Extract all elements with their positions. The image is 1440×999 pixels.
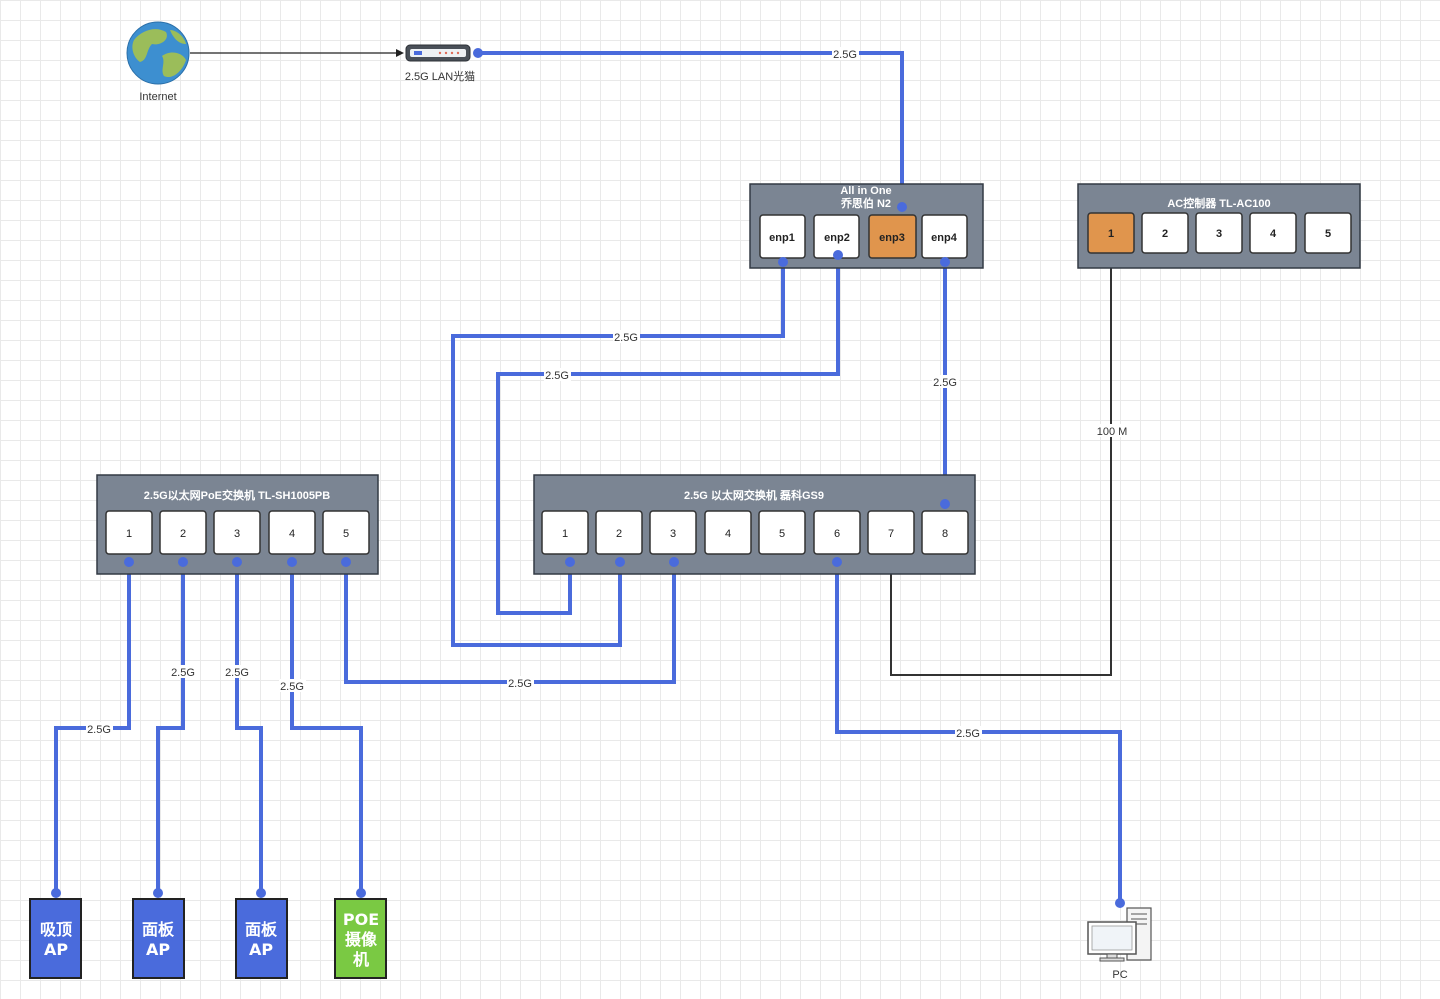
link-enp2-gs9-1 [496, 255, 840, 615]
modem-label: 2.5G LAN光猫 [405, 69, 475, 83]
gs9-port-4-label: 4 [725, 528, 731, 540]
link-label-modem-aio: 2.5G [833, 49, 857, 61]
poe-port-5[interactable] [322, 510, 370, 555]
ac-port-3-label: 3 [1216, 228, 1222, 240]
link-label-enp1: 2.5G [614, 332, 638, 344]
link-enp1-gs9-2 [451, 262, 785, 647]
ac-port-5[interactable] [1304, 212, 1352, 254]
link-label-poe2: 2.5G [171, 667, 195, 679]
link-label-poe3: 2.5G [225, 667, 249, 679]
globe-icon [126, 21, 190, 85]
gs9-port-2[interactable] [595, 510, 643, 555]
panel-ap-1-line2: AP [146, 940, 170, 959]
link-label-ac: 100 M [1097, 426, 1128, 438]
aio-title-line2: 乔思伯 N2 [840, 196, 891, 210]
pc-label: PC [1112, 969, 1127, 981]
panel-ap-1-line1: 面板 [142, 920, 175, 939]
gs9-port-6-label: 6 [834, 528, 840, 540]
internet-node[interactable]: Internet [126, 21, 190, 103]
internet-label: Internet [139, 91, 176, 103]
poe-port-3[interactable] [213, 510, 261, 555]
endpoint-poe-camera[interactable]: POE 摄像 机 [334, 898, 387, 979]
device-aio: All in One 乔思伯 N2 enp1 enp2 enp3 enp4 [749, 183, 984, 269]
gs9-port-1[interactable] [541, 510, 589, 555]
gs9-port-5-label: 5 [779, 528, 785, 540]
link-label-poe1: 2.5G [87, 724, 111, 736]
modem-node[interactable]: 2.5G LAN光猫 [405, 44, 475, 83]
panel-ap-2-line1: 面板 [245, 920, 278, 939]
ac-port-1[interactable] [1087, 212, 1135, 254]
poe-port-4-label: 4 [289, 528, 295, 540]
gs9-title: 2.5G 以太网交换机 磊科GS9 [684, 488, 824, 502]
panel-ap-2-line2: AP [249, 940, 273, 959]
arrow-head-icon [396, 49, 404, 57]
link-ac-gs9-7 [890, 255, 1112, 676]
camera-line2: 摄像 [345, 930, 378, 949]
ceiling-ap-line1: 吸顶 [40, 920, 72, 939]
gs9-port-8-label: 8 [942, 528, 948, 540]
link-labels: 2.5G 2.5G 2.5G 2.5G 100 M 2.5G 2.5G 2.5G… [86, 47, 1130, 740]
gs9-port-8[interactable] [921, 510, 969, 555]
poe-port-3-label: 3 [234, 528, 240, 540]
camera-line1: POE [343, 910, 379, 929]
poe-port-2[interactable] [159, 510, 207, 555]
gs9-port-2-label: 2 [616, 528, 622, 540]
poe-port-2-label: 2 [180, 528, 186, 540]
poe-port-5-label: 5 [343, 528, 349, 540]
gs9-port-6[interactable] [813, 510, 861, 555]
ac-title: AC控制器 TL-AC100 [1167, 196, 1270, 210]
link-poe5-gs9-3 [344, 560, 676, 684]
gs9-port-5[interactable] [758, 510, 806, 555]
aio-title-line1: All in One [840, 185, 891, 197]
gs9-port-1-label: 1 [562, 528, 568, 540]
aio-port-enp3-label: enp3 [879, 232, 905, 244]
ac-port-2-label: 2 [1162, 228, 1168, 240]
link-modem-aio [478, 51, 904, 207]
gs9-port-4[interactable] [704, 510, 752, 555]
aio-port-enp3[interactable] [868, 214, 917, 259]
poe-title: 2.5G以太网PoE交换机 TL-SH1005PB [144, 488, 330, 502]
aio-port-enp4-label: enp4 [931, 232, 958, 244]
endpoint-panel-ap-2[interactable]: 面板 AP [235, 898, 288, 979]
endpoint-ceiling-ap[interactable]: 吸顶 AP [29, 898, 82, 979]
link-poe2-ap [156, 562, 185, 893]
link-label-poe4: 2.5G [280, 681, 304, 693]
gs9-port-7[interactable] [867, 510, 915, 555]
ac-port-2[interactable] [1141, 212, 1189, 254]
ac-port-3[interactable] [1195, 212, 1243, 254]
pc-icon [1087, 907, 1152, 962]
link-label-poe5: 2.5G [508, 678, 532, 690]
link-label-pc: 2.5G [956, 728, 980, 740]
device-ac-controller: AC控制器 TL-AC100 1 2 3 4 5 [1077, 183, 1361, 269]
ac-port-4-label: 4 [1270, 228, 1277, 240]
link-poe4-cam [290, 562, 363, 893]
link-label-enp2: 2.5G [545, 370, 569, 382]
aio-port-enp2-label: enp2 [824, 232, 850, 244]
link-endpoints [51, 48, 1125, 908]
poe-port-1[interactable] [105, 510, 153, 555]
pc-node[interactable]: PC [1087, 907, 1152, 981]
ac-port-4[interactable] [1249, 212, 1297, 254]
gs9-port-7-label: 7 [888, 528, 894, 540]
poe-port-1-label: 1 [126, 528, 132, 540]
link-poe3-ap [235, 562, 263, 893]
link-label-enp4: 2.5G [933, 377, 957, 389]
gs9-port-3[interactable] [649, 510, 697, 555]
endpoint-panel-ap-1[interactable]: 面板 AP [132, 898, 185, 979]
ceiling-ap-line2: AP [44, 940, 68, 959]
modem-icon [405, 44, 471, 62]
gs9-port-3-label: 3 [670, 528, 676, 540]
ac-port-1-label: 1 [1108, 228, 1114, 240]
aio-port-enp1-label: enp1 [769, 232, 795, 244]
poe-port-4[interactable] [268, 510, 316, 555]
ac-port-5-label: 5 [1325, 228, 1331, 240]
camera-line3: 机 [353, 950, 369, 969]
device-gs9-switch: 2.5G 以太网交换机 磊科GS9 1 2 3 4 5 6 7 8 [533, 474, 976, 575]
